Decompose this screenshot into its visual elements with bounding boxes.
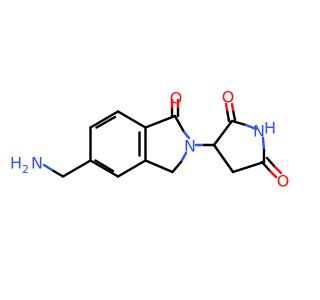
bond-co-top-2a — [231, 108, 237, 122]
amine-h-count-label: 2 — [22, 163, 29, 176]
bond-ar-3 — [89, 159, 120, 178]
bond-n2-c3-a — [179, 151, 188, 164]
bond-s-c2-n1-a — [230, 119, 248, 127]
amine-h-label: H — [10, 154, 22, 173]
imide-carbonyl-top — [224, 102, 237, 123]
bond-c1-n2-a — [173, 114, 186, 134]
molecule-canvas: H 2 N O N O H N O — [10, 88, 290, 191]
bond-s-c4-c3 — [212, 143, 235, 174]
lactam-carbonyl — [170, 98, 180, 118]
imide-oxygen-bottom-label: O — [277, 172, 290, 191]
aminomethyl-group — [42, 159, 92, 178]
bond-s-c3-c2 — [212, 119, 234, 147]
bond-co-bot-2a — [265, 156, 277, 169]
bond-co-bot-2b — [273, 165, 283, 175]
isoindolinone-n-label: N — [184, 137, 196, 156]
imide-n-label: N — [253, 122, 265, 141]
imide-oxygen-top-label: O — [222, 88, 235, 107]
bond-ar-5 — [89, 110, 120, 129]
bond-ar-inner-2 — [94, 159, 115, 173]
bond-co-bot-1a — [260, 160, 272, 173]
bond-c3a-c1 — [144, 114, 177, 129]
succinimide-ring — [212, 119, 266, 174]
bond-ar-6 — [116, 110, 147, 129]
bond-s-c2-n1-b — [244, 123, 258, 131]
bond-c3-c7a — [144, 159, 174, 174]
bond-ar-inner-3 — [95, 115, 117, 129]
bond-n2-c3-b — [171, 160, 183, 174]
lactam-ring — [144, 114, 191, 174]
structure-diagram: H 2 N O N O H N O — [10, 88, 290, 191]
bond-co-top-1a — [225, 108, 231, 123]
bond-ch2-n-a — [50, 168, 65, 178]
benzene-ring — [89, 110, 147, 178]
bond-co-bot-1b — [268, 169, 278, 179]
bond-ch2-n-b — [42, 163, 54, 172]
bond-s-c5-c4 — [231, 160, 266, 174]
bond-co-top-2b — [230, 102, 235, 112]
lactam-oxygen-label: O — [170, 89, 183, 108]
bond-co-top-1b — [224, 102, 229, 112]
imide-h-label: H — [264, 119, 276, 138]
imide-carbonyl-bottom — [260, 156, 283, 179]
bond-c1-n2-b — [182, 130, 191, 140]
bond-ar-ch2 — [61, 159, 92, 178]
bond-ar-2 — [116, 159, 147, 178]
bond-s-n1-c5-a — [261, 136, 266, 152]
amine-n-label: N — [31, 154, 43, 173]
